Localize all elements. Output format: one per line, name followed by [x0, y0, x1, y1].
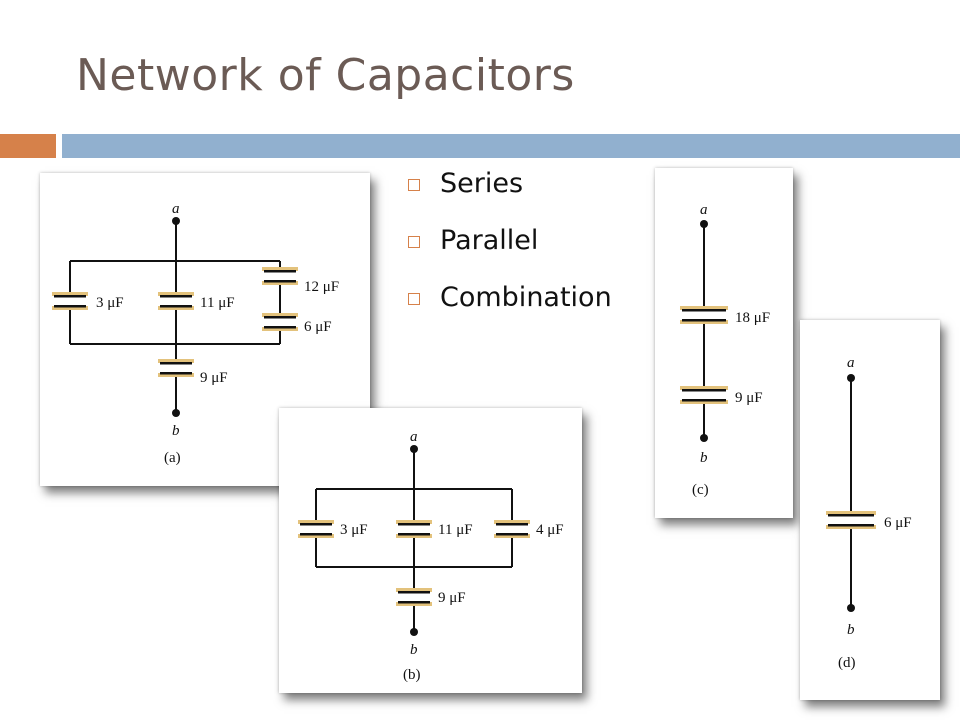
capacitor-label: 18 μF — [735, 310, 770, 326]
node-b-label: b — [172, 423, 180, 439]
diagram-caption: (a) — [164, 450, 181, 466]
capacitor-label: 4 μF — [536, 522, 564, 538]
diagram-d: a b 6 μF (d) — [800, 320, 940, 700]
node-a-label: a — [172, 201, 180, 217]
diagram-caption: (d) — [838, 655, 856, 671]
node-a-label: a — [410, 429, 418, 445]
header-bar — [62, 134, 960, 158]
capacitor-label: 11 μF — [200, 295, 235, 311]
bullet-square-icon — [408, 292, 420, 305]
node-b-label: b — [700, 450, 708, 466]
capacitor-label: 6 μF — [884, 515, 912, 531]
capacitor-label: 9 μF — [735, 390, 763, 406]
node-b-label: b — [410, 642, 418, 658]
header-accent-bar — [0, 134, 56, 158]
bullet-square-icon — [408, 178, 420, 191]
diagram-caption: (c) — [692, 482, 709, 498]
diagram-c: a b 18 μF 9 μF (c) — [655, 168, 793, 518]
diagram-b: a b 3 μF 11 μF 4 μF 9 μF (b) — [279, 408, 582, 693]
capacitor-label: 9 μF — [200, 370, 228, 386]
capacitor-label: 6 μF — [304, 319, 332, 335]
bullet-item: Parallel — [408, 212, 612, 269]
capacitor-label: 3 μF — [96, 295, 124, 311]
node-a-label: a — [847, 355, 855, 371]
capacitor-label: 11 μF — [438, 522, 473, 538]
node-b-label: b — [847, 622, 855, 638]
capacitor-label: 9 μF — [438, 590, 466, 606]
bullet-item: Series — [408, 155, 612, 212]
capacitor-label: 12 μF — [304, 279, 339, 295]
capacitor-label: 3 μF — [340, 522, 368, 538]
bullet-square-icon — [408, 235, 420, 248]
node-a-label: a — [700, 202, 708, 218]
slide-title: Network of Capacitors — [76, 50, 575, 101]
bullet-item: Combination — [408, 269, 612, 326]
diagram-caption: (b) — [403, 667, 421, 683]
bullet-list: Series Parallel Combination — [408, 155, 612, 326]
